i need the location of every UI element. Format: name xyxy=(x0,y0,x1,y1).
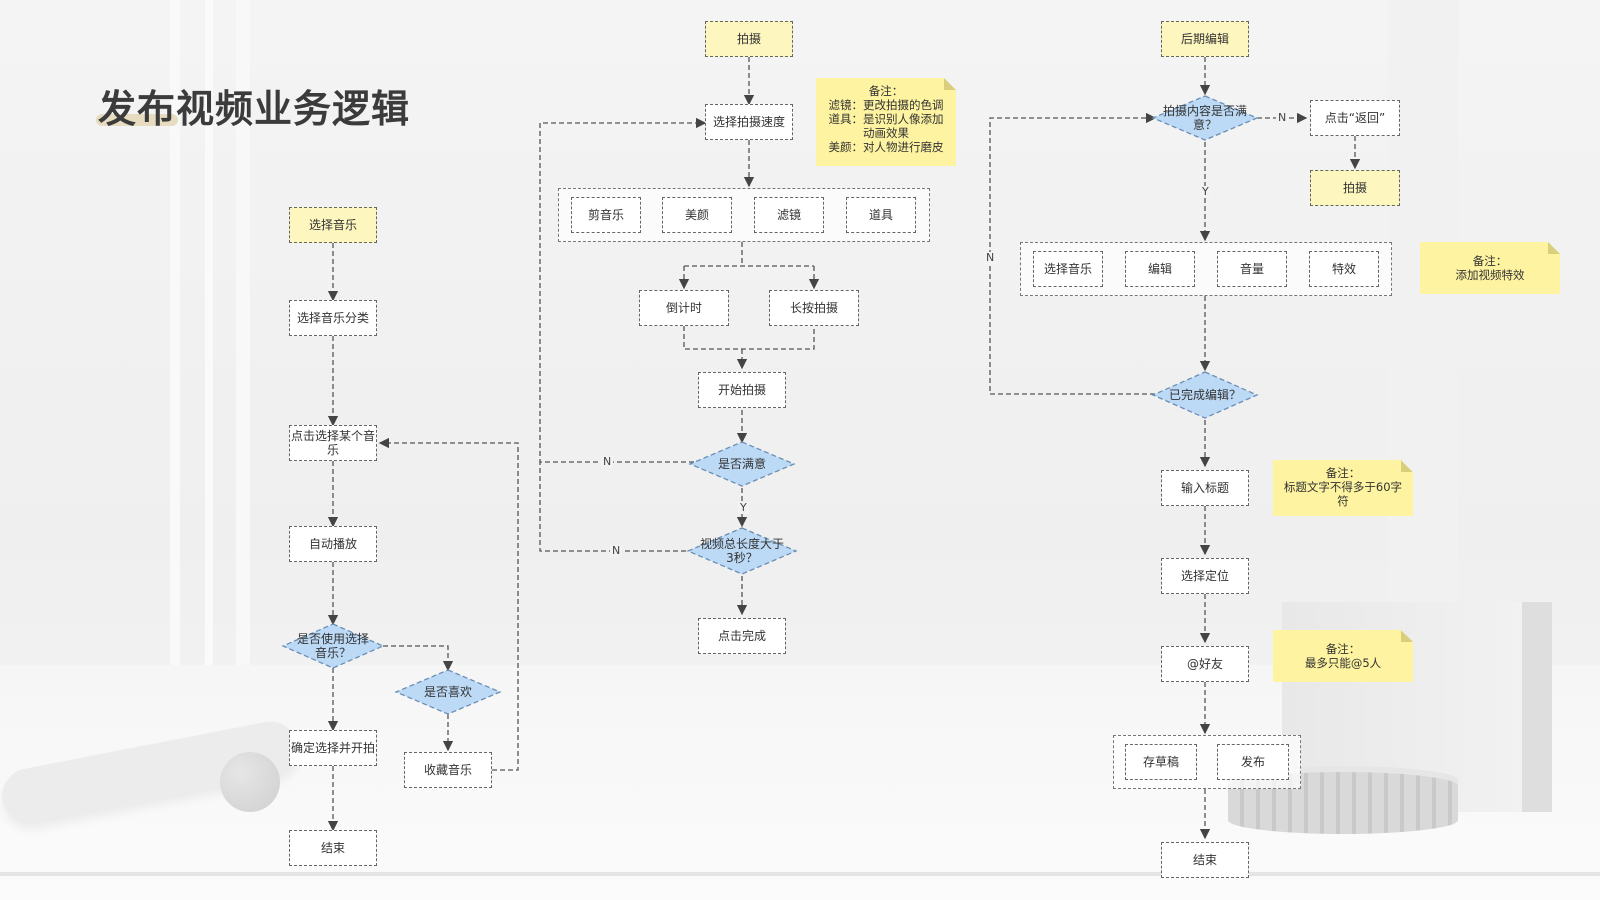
note-line: 动画效果 xyxy=(863,126,909,140)
props-option[interactable]: 道具 xyxy=(846,197,916,233)
no-label: N xyxy=(610,544,623,557)
click-back-node[interactable]: 点击“返回” xyxy=(1310,100,1400,136)
yes-label: Y xyxy=(1200,185,1211,198)
background-stripe xyxy=(205,0,213,900)
page-title: 发布视频业务逻辑 xyxy=(98,87,411,131)
at-friends-node[interactable]: @好友 xyxy=(1161,646,1249,682)
click-music-node[interactable]: 点击选择某个音乐 xyxy=(289,425,377,461)
length-decision[interactable]: 视频总长度大于3秒？ xyxy=(699,537,784,565)
volume-option[interactable]: 音量 xyxy=(1217,251,1287,287)
select-music-node[interactable]: 选择音乐 xyxy=(289,207,377,243)
shoot-node[interactable]: 拍摄 xyxy=(705,21,793,57)
note-text: 最多只能@5人 xyxy=(1304,656,1382,670)
note-title: 备注： xyxy=(1325,642,1361,656)
confirm-shoot-node[interactable]: 确定选择并开拍 xyxy=(289,730,377,766)
no-label: N xyxy=(984,251,997,264)
effects-option[interactable]: 特效 xyxy=(1309,251,1379,287)
select-location-node[interactable]: 选择定位 xyxy=(1161,558,1249,594)
cut-music-option[interactable]: 剪音乐 xyxy=(571,197,641,233)
start-shoot-node[interactable]: 开始拍摄 xyxy=(698,372,786,408)
title-note: 备注： 标题文字不得多于60字符 xyxy=(1273,460,1413,516)
edit-option[interactable]: 编辑 xyxy=(1125,251,1195,287)
friends-note: 备注： 最多只能@5人 xyxy=(1273,630,1413,682)
edit-select-music-option[interactable]: 选择音乐 xyxy=(1033,251,1103,287)
post-edit-node[interactable]: 后期编辑 xyxy=(1161,21,1249,57)
satisfied-decision[interactable]: 是否满意 xyxy=(717,457,766,471)
countdown-node[interactable]: 倒计时 xyxy=(639,290,729,326)
reshoot-node[interactable]: 拍摄 xyxy=(1310,170,1400,206)
background-stripe xyxy=(170,0,180,900)
note-line: 美颜：对人物进行磨皮 xyxy=(828,140,944,154)
shoot-note: 备注： 滤镜：更改拍摄的色调 道具：是识别人像添加 动画效果 美颜：对人物进行磨… xyxy=(816,78,956,166)
note-text: 标题文字不得多于60字符 xyxy=(1283,480,1403,508)
note-line: 道具：是识别人像添加 xyxy=(828,112,944,126)
note-title: 备注： xyxy=(868,84,904,98)
title-underline xyxy=(96,114,178,126)
use-music-decision[interactable]: 是否使用选择音乐？ xyxy=(296,632,369,660)
decor-cube-side xyxy=(1522,602,1552,812)
note-text: 添加视频特效 xyxy=(1455,268,1525,282)
auto-play-node[interactable]: 自动播放 xyxy=(289,526,377,562)
edit-done-decision[interactable]: 已完成编辑？ xyxy=(1168,388,1241,402)
decor-ball xyxy=(220,752,280,812)
content-decision[interactable]: 拍摄内容是否满意？ xyxy=(1163,104,1248,132)
note-line: 滤镜：更改拍摄的色调 xyxy=(828,98,944,112)
select-speed-node[interactable]: 选择拍摄速度 xyxy=(705,104,793,140)
edit-end-node[interactable]: 结束 xyxy=(1161,842,1249,878)
yes-label: Y xyxy=(738,501,749,514)
input-title-node[interactable]: 输入标题 xyxy=(1161,470,1249,506)
collect-music-node[interactable]: 收藏音乐 xyxy=(404,752,492,788)
music-end-node[interactable]: 结束 xyxy=(289,830,377,866)
effects-note: 备注： 添加视频特效 xyxy=(1420,242,1560,294)
beauty-option[interactable]: 美颜 xyxy=(662,197,732,233)
no-label: N xyxy=(1276,111,1289,124)
publish-button[interactable]: 发布 xyxy=(1217,744,1289,780)
long-press-node[interactable]: 长按拍摄 xyxy=(769,290,859,326)
like-decision[interactable]: 是否喜欢 xyxy=(423,685,472,699)
save-draft-button[interactable]: 存草稿 xyxy=(1125,744,1197,780)
note-title: 备注： xyxy=(1472,254,1508,268)
note-title: 备注： xyxy=(1325,466,1361,480)
no-label: N xyxy=(601,455,614,468)
select-music-category-node[interactable]: 选择音乐分类 xyxy=(289,300,377,336)
filter-option[interactable]: 滤镜 xyxy=(754,197,824,233)
click-done-node[interactable]: 点击完成 xyxy=(698,618,786,654)
background-floor-line xyxy=(0,872,1600,876)
